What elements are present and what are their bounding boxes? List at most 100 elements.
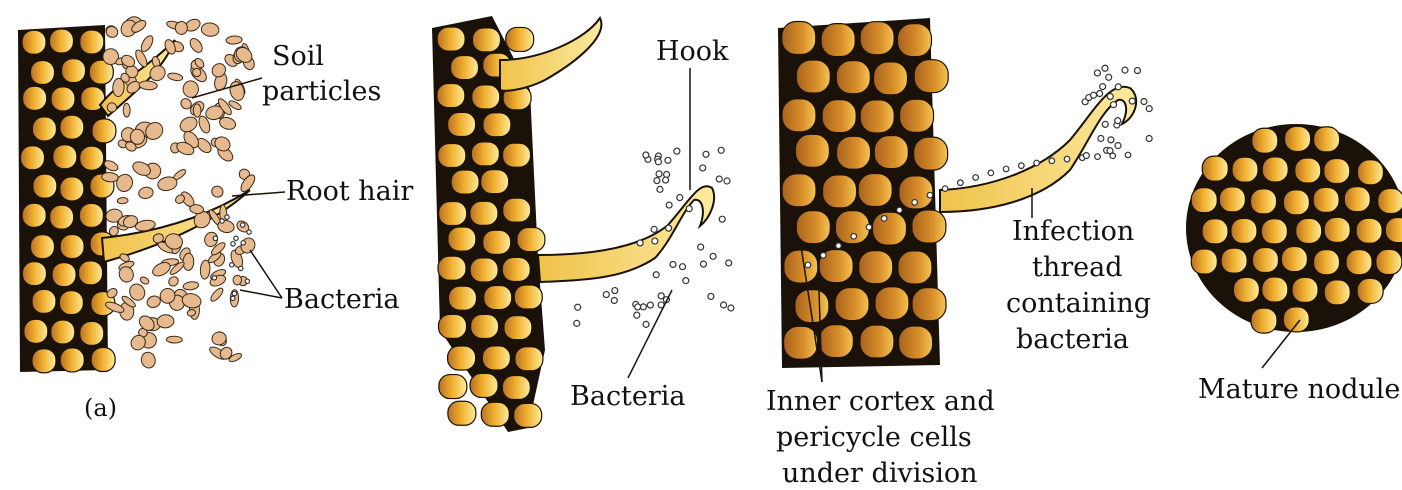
root-cell — [448, 112, 476, 136]
bacterium — [1115, 118, 1121, 124]
bacterium — [220, 219, 224, 223]
root-cell — [24, 319, 48, 343]
bacterium — [710, 253, 716, 259]
nodule-cell — [1314, 127, 1340, 152]
root-cell — [514, 403, 542, 427]
soil-particle — [193, 104, 201, 118]
label-bacteria-a: Bacteria — [284, 284, 400, 315]
root-cell — [49, 29, 73, 53]
root-cell — [80, 321, 104, 345]
bacterium — [213, 236, 217, 240]
root-cell — [914, 60, 948, 93]
label-bacteria-b: Bacteria — [570, 381, 686, 412]
root-cell — [502, 257, 530, 281]
root-hair-leader-line — [232, 192, 285, 196]
bacterium — [1108, 137, 1114, 143]
root-cell — [503, 143, 531, 167]
soil-particle — [167, 275, 180, 288]
root-cell — [796, 60, 830, 93]
soil-particles-cluster — [101, 14, 257, 370]
thread-bacterium — [942, 186, 948, 192]
root-cell — [481, 170, 509, 194]
root-cell — [514, 285, 542, 309]
soil-particle — [183, 281, 199, 291]
root-cell — [821, 24, 855, 57]
bacterium — [1107, 93, 1113, 99]
bacterium — [1102, 65, 1108, 71]
root-cell — [439, 201, 467, 225]
root-cell — [52, 263, 76, 287]
bacterium — [655, 159, 661, 165]
nodule-cell — [1219, 187, 1245, 212]
bacterium — [670, 261, 676, 267]
bacterium — [657, 186, 663, 192]
bacterium — [664, 172, 670, 178]
label-cortex-3: under division — [782, 458, 977, 489]
thread-bacterium — [1003, 166, 1009, 172]
root-cell — [51, 320, 75, 344]
bacterium — [1115, 143, 1121, 149]
bacterium — [666, 225, 672, 231]
soil-particle — [145, 294, 162, 309]
label-infection-4: bacteria — [1016, 324, 1129, 355]
root-cell — [483, 230, 511, 254]
bacterium — [640, 304, 646, 310]
root-cell — [899, 326, 933, 359]
root-cell — [860, 100, 894, 133]
bacterium — [231, 296, 235, 300]
nodule-cell — [1357, 278, 1383, 303]
root-cell — [472, 85, 500, 109]
root-cell — [438, 314, 466, 338]
root-cell — [20, 146, 44, 170]
root-cell — [874, 136, 908, 169]
label-cortex-1: Inner cortex and — [766, 386, 995, 417]
root-cell — [503, 198, 531, 222]
thread-bacterium — [897, 207, 903, 213]
thread-bacterium — [1034, 160, 1040, 166]
nodule-cell — [1344, 187, 1370, 212]
bacterium — [225, 215, 229, 219]
root-cell — [858, 173, 892, 206]
root-cell — [438, 143, 466, 167]
bacterium — [686, 206, 692, 212]
root-cell — [22, 30, 46, 54]
root-cell — [22, 203, 46, 227]
soil-particle — [123, 103, 130, 117]
bacterium — [677, 195, 683, 201]
root-cell — [92, 119, 116, 143]
root-cell — [482, 346, 510, 370]
root-cell — [471, 314, 499, 338]
root-cell — [859, 251, 893, 284]
label-cortex-2: pericycle cells — [776, 422, 972, 453]
bacterium — [1097, 91, 1103, 97]
root-cell — [837, 136, 871, 169]
bacterium — [234, 236, 238, 240]
nodule-cell — [1295, 158, 1321, 183]
bacterium — [1129, 98, 1135, 104]
bacterium — [1141, 99, 1147, 105]
bacterium — [574, 320, 580, 326]
bacterium — [238, 266, 242, 270]
bacterium — [683, 278, 689, 284]
root-cell — [515, 347, 543, 371]
root-cell — [51, 87, 75, 111]
root-cell — [32, 349, 56, 373]
nodule-cell — [1251, 189, 1277, 214]
panel-c: Infection thread containing bacteria Inn… — [766, 18, 1152, 489]
soil-particle — [210, 184, 225, 199]
root-cell — [91, 348, 115, 372]
thread-bacterium — [927, 192, 933, 198]
soil-particle — [183, 253, 194, 271]
soil-particle — [226, 35, 243, 44]
nodule-cell — [1252, 248, 1278, 273]
thread-bacterium — [958, 180, 964, 186]
bacterium — [665, 157, 671, 163]
bacterium — [654, 178, 660, 184]
bacterium — [637, 240, 643, 246]
label-infection-2: thread — [1032, 252, 1123, 283]
root-cell — [448, 227, 476, 251]
bacterium — [1098, 136, 1104, 142]
bacterium — [1115, 84, 1121, 90]
thread-bacterium — [973, 175, 979, 181]
bacterium — [1094, 70, 1100, 76]
